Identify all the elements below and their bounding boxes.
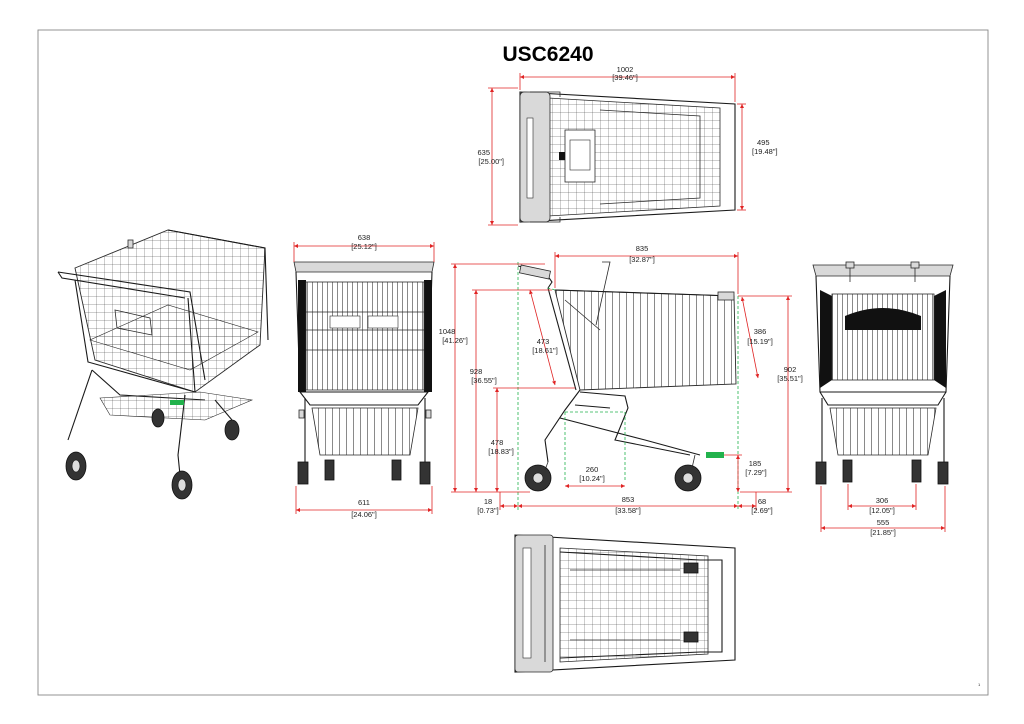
dim-basket-depth-mm: 495 [757,138,770,147]
dim-child-seat-mm: 473 [537,337,550,346]
dim-side-top-mm: 835 [636,244,649,253]
dim-offset-left-in: [0.73"] [477,506,498,515]
dim-front-top-mm: 638 [358,233,371,242]
dim-front-base-mm: 611 [358,498,370,507]
dim-wheel-spacing-in: [10.24"] [579,474,605,483]
side-view [517,261,737,492]
dim-top-width-mm: 1002 [617,65,634,74]
dim-front-base-in: [24.06"] [351,510,377,519]
dim-top-width-in: [39.46"] [612,73,638,82]
top-view [519,91,736,223]
dim-side-top-in: [32.87"] [629,255,655,264]
dim-basket-top-mm: 902 [784,365,797,374]
dim-height-shelf-mm: 478 [491,438,504,447]
dim-height-handle-in: [36.55"] [471,376,497,385]
dim-offset-right-mm: 68 [758,497,766,506]
dim-side-base-mm: 853 [622,495,635,504]
dim-basket-top-in: [35.51"] [777,374,803,383]
dim-top-depth-in: [25.00"] [478,157,504,166]
dim-top-depth-mm: 635 [477,148,490,157]
dim-basket-height-mm: 386 [754,327,767,336]
dim-offset-right-in: [2.69"] [751,506,772,515]
dim-wheel-spacing-mm: 260 [586,465,599,474]
isometric-view [57,229,269,500]
rear-view [812,261,954,485]
dim-basket-height-in: [15.19"] [747,337,773,346]
dim-caster-inner-in: [12.05"] [869,506,895,515]
page-marker: 1 [978,682,981,687]
drawing-title: USC6240 [502,43,593,66]
dim-child-seat-in: [18.61"] [532,346,558,355]
front-view-dims: 638 [25.12"] 611 [24.06"] [293,233,435,519]
dim-side-base-in: [33.58"] [615,506,641,515]
bottom-view [514,534,736,673]
dim-height-handle-mm: 928 [470,367,483,376]
dim-caster-inner-mm: 306 [876,496,889,505]
side-view-dims: 835 [32.87"] 1048 [41.26"] 928 [36.55"] … [439,244,803,515]
top-view-dims: 1002 [39.46"] 635 [25.00"] 495 [19.48"] [477,65,778,226]
dim-offset-left-mm: 18 [484,497,492,506]
front-view [293,261,435,485]
dim-basket-depth-in: [19.48"] [752,147,778,156]
dim-caster-outer-in: [21.85"] [870,528,896,537]
sheet-border [37,29,989,696]
dim-height-shelf-in: [18.83"] [488,447,514,456]
dim-height-total-mm: 1048 [439,327,456,336]
dim-bottom-clear-mm: 185 [749,459,762,468]
dim-bottom-clear-in: [7.29"] [745,468,766,477]
dim-front-top-in: [25.12"] [351,242,377,251]
dim-caster-outer-mm: 555 [877,518,890,527]
dim-height-total-in: [41.26"] [442,336,468,345]
rear-view-dims: 306 [12.05"] 555 [21.85"] [820,484,946,537]
